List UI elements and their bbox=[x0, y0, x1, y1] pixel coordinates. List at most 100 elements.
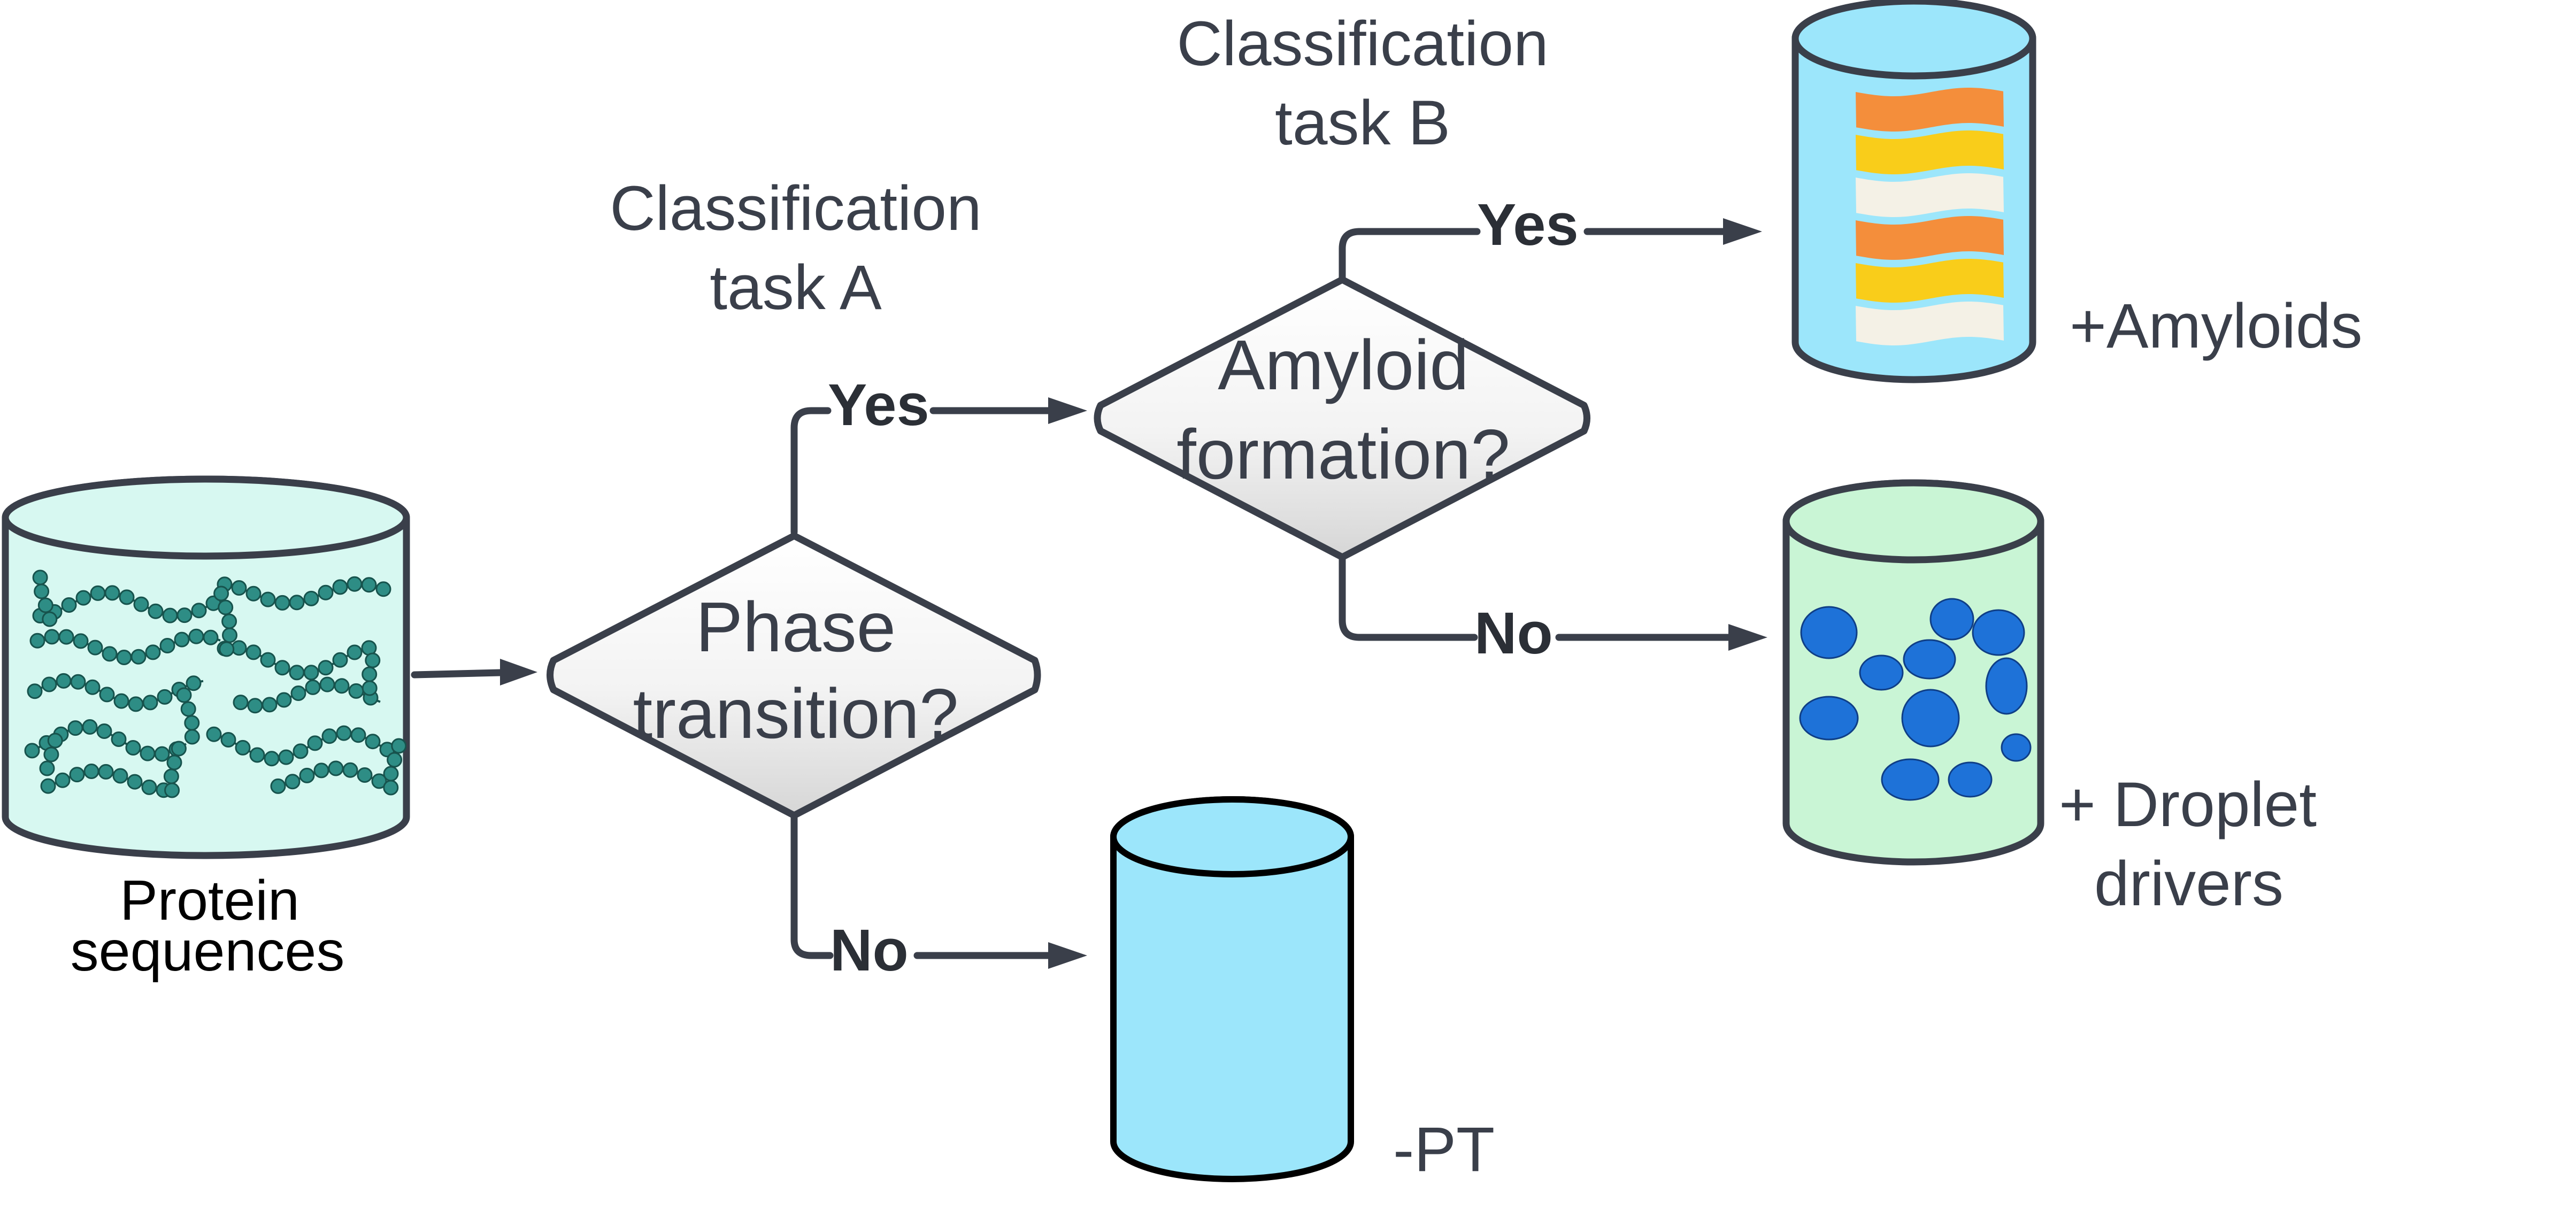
protein-bead bbox=[270, 778, 286, 794]
protein-bead bbox=[24, 743, 40, 759]
protein-bead bbox=[162, 607, 178, 623]
protein-bead bbox=[159, 638, 175, 653]
protein-bead bbox=[218, 599, 234, 615]
protein-bead bbox=[186, 675, 202, 691]
protein-bead bbox=[128, 696, 144, 712]
task-b-question-line2: formation? bbox=[1176, 415, 1510, 494]
protein-bead bbox=[142, 695, 158, 711]
protein-bead bbox=[371, 773, 387, 789]
protein-bead bbox=[303, 590, 319, 606]
protein-bead bbox=[112, 768, 128, 784]
protein-bead bbox=[47, 733, 63, 749]
protein-bead bbox=[39, 760, 55, 776]
protein-bead bbox=[90, 585, 106, 601]
droplet-drivers-label-line2: drivers bbox=[2094, 849, 2283, 919]
droplet-icon bbox=[1799, 598, 2032, 801]
droplet bbox=[1929, 598, 1974, 641]
protein-bead bbox=[176, 687, 192, 703]
task-a-yes-connector bbox=[790, 407, 1052, 536]
task-b-question-line1: Amyloid bbox=[1218, 326, 1468, 404]
protein-bead bbox=[247, 698, 263, 714]
task-b-no-connector bbox=[1339, 555, 1732, 641]
protein-bead bbox=[375, 581, 391, 597]
protein-bead bbox=[157, 689, 173, 705]
protein-bead bbox=[221, 613, 237, 629]
protein-bead bbox=[307, 735, 323, 751]
protein-bead bbox=[111, 731, 127, 747]
droplet bbox=[1948, 761, 1993, 798]
protein-bead bbox=[299, 767, 315, 783]
protein-bead bbox=[274, 595, 290, 611]
protein-bead bbox=[347, 644, 363, 660]
protein-chain-icon bbox=[24, 569, 406, 798]
protein-bead bbox=[98, 764, 114, 780]
protein-bead bbox=[203, 629, 219, 645]
non-pt-cylinder-top bbox=[1110, 796, 1354, 877]
protein-cylinder-top bbox=[2, 475, 410, 560]
protein-bead bbox=[184, 715, 200, 731]
protein-bead bbox=[133, 596, 149, 612]
task-a-no-label: No bbox=[830, 918, 909, 983]
task-b-title-line1: Classification bbox=[1176, 9, 1548, 79]
non-pt-database-cylinder bbox=[1110, 796, 1354, 1182]
droplet bbox=[1881, 758, 1940, 801]
protein-bead bbox=[58, 629, 74, 645]
protein-bead bbox=[347, 576, 363, 592]
amyloid-band bbox=[1856, 173, 2004, 217]
protein-bead bbox=[55, 772, 71, 788]
protein-bead bbox=[233, 695, 249, 711]
protein-bead bbox=[387, 752, 403, 768]
protein-bead bbox=[116, 650, 132, 665]
droplet bbox=[1903, 639, 1956, 680]
task-a-question-line2: transition? bbox=[633, 674, 958, 753]
droplet-drivers-label-line1: + Droplet bbox=[2059, 769, 2317, 840]
protein-bead bbox=[148, 603, 164, 619]
protein-bead bbox=[350, 727, 366, 743]
protein-bead bbox=[289, 665, 305, 681]
protein-bead bbox=[365, 652, 381, 668]
protein-sequences-label-line2: sequences bbox=[71, 920, 345, 983]
task-b-yes-label: Yes bbox=[1477, 192, 1579, 258]
droplet bbox=[2001, 733, 2032, 762]
protein-bead bbox=[274, 660, 290, 676]
protein-bead bbox=[303, 665, 319, 681]
droplet bbox=[1800, 606, 1858, 659]
protein-bead bbox=[245, 644, 262, 660]
protein-bead bbox=[184, 729, 200, 745]
protein-bead bbox=[284, 774, 301, 790]
task-b-yes-connector bbox=[1339, 228, 1727, 282]
protein-bead bbox=[130, 649, 147, 665]
task-b-title-line2: task B bbox=[1275, 88, 1450, 158]
protein-bead bbox=[84, 679, 101, 695]
protein-bead bbox=[365, 734, 381, 750]
connectors bbox=[411, 218, 1767, 969]
protein-bead bbox=[141, 779, 157, 795]
protein-bead bbox=[334, 678, 350, 694]
protein-bead bbox=[75, 590, 91, 606]
protein-bead bbox=[70, 674, 86, 690]
protein-bead bbox=[361, 577, 377, 593]
task-a-no-arrowhead bbox=[1048, 942, 1087, 969]
amyloid-cylinder-top bbox=[1791, 0, 2036, 80]
non-pt-label: -PT bbox=[1393, 1114, 1495, 1185]
protein-bead bbox=[336, 725, 352, 741]
protein-bead bbox=[383, 766, 399, 782]
protein-bead bbox=[171, 741, 187, 757]
protein-bead bbox=[140, 745, 156, 761]
protein-bead bbox=[99, 687, 115, 703]
protein-bead bbox=[180, 701, 196, 717]
droplet bbox=[1901, 689, 1960, 748]
protein-bead bbox=[357, 767, 373, 783]
protein-bead bbox=[69, 767, 85, 783]
protein-bead bbox=[67, 720, 83, 736]
protein-bead bbox=[119, 589, 135, 605]
amyloid-band bbox=[1856, 259, 2004, 303]
protein-sequences-label-line1: Protein bbox=[120, 869, 299, 932]
protein-bead bbox=[235, 739, 251, 756]
task-b-no-label: No bbox=[1474, 600, 1553, 666]
protein-bead bbox=[206, 726, 222, 742]
task-b-yes-arrowhead bbox=[1723, 218, 1762, 245]
protein-bead bbox=[219, 641, 235, 657]
amyloid-band bbox=[1856, 88, 2004, 132]
